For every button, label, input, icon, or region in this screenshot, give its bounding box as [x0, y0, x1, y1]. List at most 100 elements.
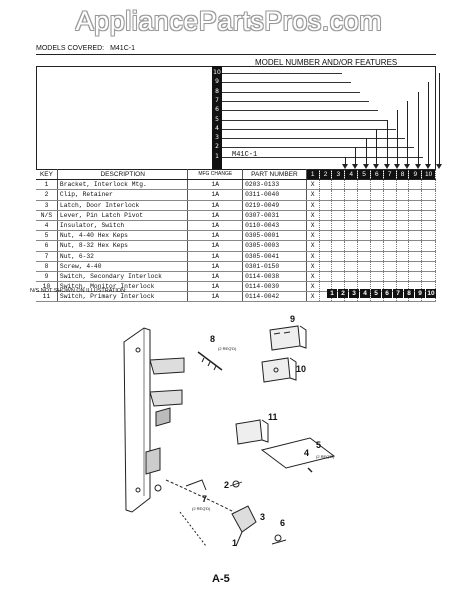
qty-note-5: (2 REQ'D) [316, 454, 335, 459]
model-mark-cell [383, 230, 397, 242]
part-description: Switch, Secondary Interlock [57, 271, 189, 283]
mfg-change: 1A [187, 220, 244, 232]
callout-7: 7 [202, 494, 207, 504]
model-col-2: 2 [319, 168, 333, 181]
callout-3: 3 [260, 512, 265, 522]
model-mark-cell [344, 271, 359, 283]
model-mark-cell [383, 261, 397, 272]
bracket-tab-upper [149, 357, 185, 375]
feature-number: 8 [215, 87, 219, 95]
model-mark-cell: X [306, 189, 320, 201]
model-mark-cell [408, 261, 423, 272]
bracket-hole [135, 347, 141, 353]
part-key: 10 [36, 281, 58, 293]
feature-title: MODEL NUMBER AND/OR FEATURES [255, 58, 398, 67]
model-mark-cell [357, 271, 371, 283]
model-mark-cell [357, 261, 371, 272]
model-mark-cell: X [306, 261, 320, 272]
model-mark-cell [396, 251, 410, 262]
model-mark-cell [370, 210, 384, 221]
description-header: DESCRIPTION [57, 168, 189, 181]
model-mark-cell [383, 179, 397, 191]
model-mark-cell [319, 240, 333, 252]
latch-3 [231, 505, 257, 533]
mfg-change: 1A [187, 261, 244, 272]
part-key: 11 [36, 291, 58, 303]
mfg-change: 1A [187, 291, 244, 303]
model-mark-cell [383, 189, 397, 201]
feature-arrow-line [397, 110, 398, 164]
model-mark-cell [344, 220, 359, 232]
model-mark-cell [357, 189, 371, 201]
part-key: 5 [36, 230, 58, 242]
part-number: 0114-0030 [242, 281, 307, 293]
model-number-box: 6 [382, 289, 392, 298]
bracket-tab-lower [155, 407, 171, 427]
model-mark-cell [319, 189, 333, 201]
part-key: 4 [36, 220, 58, 232]
part-number: 0110-0043 [242, 220, 307, 232]
model-mark-cell [396, 240, 410, 252]
model-mark-cell [421, 251, 436, 262]
feature-arrow-line [376, 128, 378, 164]
bracket-hole [135, 487, 141, 493]
arrow-head [383, 164, 390, 169]
part-description: Nut, 6-32 [57, 251, 189, 262]
feature-line [222, 147, 414, 149]
arrow-head [373, 164, 380, 169]
part-description: Switch, Primary Interlock [57, 291, 189, 303]
model-mark-cell [331, 189, 346, 201]
part-description: Nut, 4-40 Hex Keps [57, 230, 189, 242]
part-key: 8 [36, 261, 58, 272]
model-mark-cell [331, 230, 346, 242]
model-mark-cell [344, 230, 359, 242]
part-number: 0114-0042 [242, 291, 307, 303]
model-mark-cell [357, 230, 371, 242]
feature-arrow-line [345, 156, 346, 164]
feature-line [222, 73, 342, 74]
mfg-change: 1A [187, 251, 244, 262]
callout-6: 6 [280, 518, 285, 528]
mfg-change: 1A [187, 210, 244, 221]
qty-note-8: (2 REQ'D) [218, 346, 237, 351]
model-mark-cell: X [306, 220, 320, 232]
model-mark-cell [344, 261, 359, 272]
model-mark-cell [396, 189, 410, 201]
part-key: 2 [36, 189, 58, 201]
part-description: Screw, 4-40 [57, 261, 189, 272]
feature-arrow-line [386, 119, 388, 164]
model-mark-cell [421, 179, 436, 191]
model-mark-cell [383, 220, 397, 232]
part-description: Latch, Door Interlock [57, 200, 189, 211]
part-key: 1 [36, 179, 58, 191]
feature-arrow-line [428, 82, 430, 164]
feature-number-strip [212, 66, 222, 170]
model-mark-cell [396, 210, 410, 221]
arrow-head [435, 164, 442, 169]
model-mark-cell [408, 220, 423, 232]
model-mark-cell: X [306, 240, 320, 252]
model-mark-cell [408, 189, 423, 201]
model-col-9: 9 [408, 168, 423, 181]
feature-number: 7 [215, 96, 219, 104]
model-mark-cell [331, 271, 346, 283]
bracket-tab-middle [149, 389, 183, 407]
exploded-diagram: 8 (2 REQ'D) 9 10 11 4 5 (2 REQ'D) 2 7 (2… [123, 314, 336, 548]
feature-arrow-line [417, 91, 419, 164]
model-mark-cell [370, 179, 384, 191]
model-name: M41C-1 [232, 151, 258, 159]
model-mark-cell [344, 179, 359, 191]
qty-note-7: (2 REQ'D) [192, 506, 211, 511]
part-key: N/S [36, 210, 58, 221]
parts-table-header: KEY DESCRIPTION MFG CHANGE PART NUMBER 1… [36, 168, 436, 181]
callout-8: 8 [210, 334, 215, 344]
model-mark-cell [319, 220, 333, 232]
model-mark-cell [396, 230, 410, 242]
feature-line [222, 156, 423, 158]
model-mark-cell [319, 251, 333, 262]
model-col-8: 8 [396, 168, 410, 181]
